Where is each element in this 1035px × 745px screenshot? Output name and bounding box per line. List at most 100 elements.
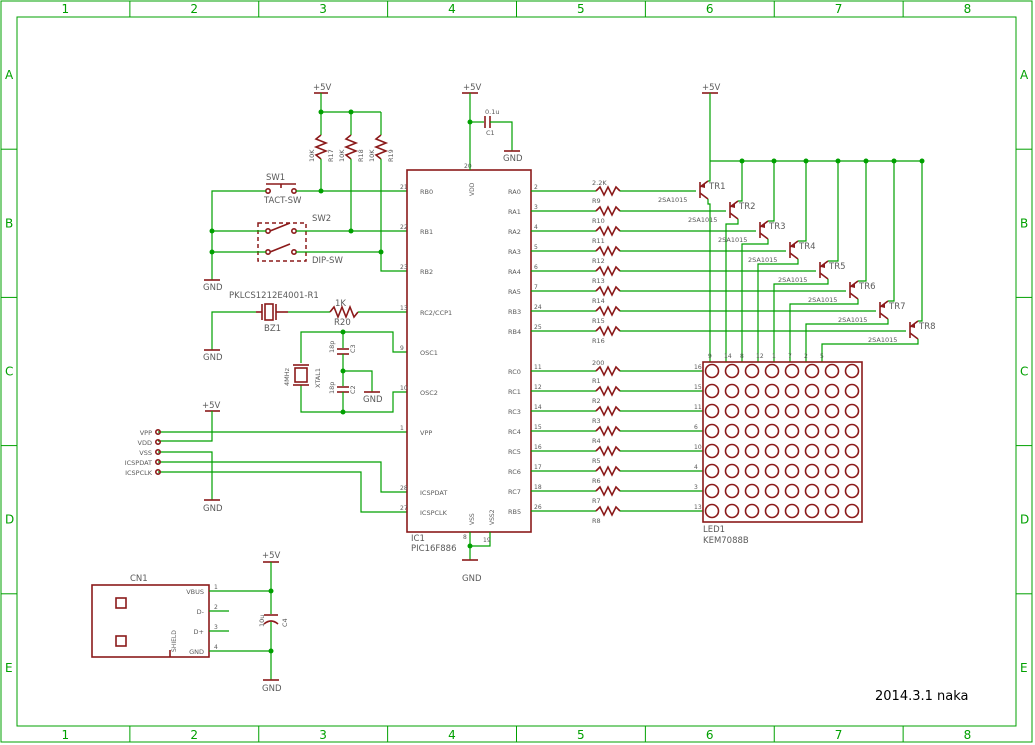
- led-pin-number: 4: [694, 464, 698, 471]
- ic-pin-name: RB4: [508, 328, 521, 336]
- transistor-value: 2SA1015: [658, 196, 687, 204]
- led-dot: [784, 463, 800, 479]
- transistor-arrow: [821, 263, 825, 268]
- column-label-bottom: 4: [448, 728, 456, 742]
- led-dot: [764, 383, 780, 399]
- emitter-wire: [918, 161, 923, 322]
- icsp-pin-name: VPP: [140, 429, 152, 437]
- led-pin-number: 10: [694, 444, 702, 451]
- junction-dot: [739, 158, 745, 164]
- transistor-arrow: [791, 243, 795, 248]
- led-dot: [784, 383, 800, 399]
- led-name: LED1: [703, 525, 725, 535]
- led-top-pin-number: 12: [756, 353, 764, 360]
- led-top-pin-number: 2: [804, 353, 808, 360]
- column-resistor-name: R8: [592, 517, 601, 525]
- led-dot: [744, 443, 760, 459]
- ic-pin-number: 5: [534, 244, 538, 251]
- ic-pin-name: RA3: [508, 248, 521, 256]
- ic-pin-number: 3: [534, 204, 538, 211]
- sw1-value: TACT-SW: [263, 196, 302, 206]
- usb-pin-number: 2: [214, 604, 218, 611]
- led-dot: [764, 483, 780, 499]
- sw2-name: SW2: [312, 214, 331, 224]
- ic-pin-number: 26: [534, 504, 542, 511]
- led-dot: [704, 463, 720, 479]
- ic1: IC1 PIC16F886 21RB022RB123RB213RC2/CCP19…: [400, 83, 542, 584]
- junction-dot: [803, 158, 809, 164]
- row-resistor-name: R13: [592, 277, 605, 285]
- led-dot: [804, 363, 820, 379]
- led-dot: [804, 503, 820, 519]
- transistor-name: TR3: [768, 222, 786, 232]
- sw1-name: SW1: [266, 173, 285, 183]
- led-dot: [824, 463, 840, 479]
- junction-dot: [771, 158, 777, 164]
- collector-wire: [805, 319, 889, 362]
- led-dot: [744, 403, 760, 419]
- led-dot: [784, 423, 800, 439]
- vplus-tr: +5V: [702, 83, 721, 93]
- column-label-top: 1: [61, 2, 69, 16]
- ic-pin-number: 25: [534, 324, 542, 331]
- column-label-top: 2: [190, 2, 198, 16]
- led-dot: [724, 503, 740, 519]
- emitter-wire: [798, 161, 807, 242]
- led-dot: [744, 423, 760, 439]
- column-label-bottom: 1: [61, 728, 69, 742]
- transistor-arrow: [881, 303, 885, 308]
- vplus-ic: +5V: [463, 83, 482, 93]
- usb-pin-number: 1: [214, 584, 218, 591]
- ic-pin-name: RA4: [508, 268, 521, 276]
- ic-pin-number: 6: [534, 264, 538, 271]
- r20-value: 1K: [335, 299, 346, 309]
- ic-pin-name: RC5: [508, 448, 521, 456]
- led-dot: [844, 483, 860, 499]
- transistor-name: TR4: [798, 242, 816, 252]
- transistor-value: 2SA1015: [808, 296, 837, 304]
- led-dot: [824, 363, 840, 379]
- column-resistor-name: R5: [592, 457, 601, 465]
- row-resistor-name: R10: [592, 217, 605, 225]
- ic-pin-name: RB5: [508, 508, 521, 516]
- transistor-arrow: [851, 283, 855, 288]
- led-dot: [724, 463, 740, 479]
- icsp-pin-name: ICSPCLK: [125, 469, 153, 477]
- r19-name: R19: [387, 149, 395, 162]
- ic-pin-name: RC1: [508, 388, 521, 396]
- row-label-right: C: [1020, 365, 1028, 379]
- ic-pin-name: OSC1: [420, 349, 438, 357]
- led-top-pin-number: 14: [724, 353, 732, 360]
- r20-name: R20: [334, 318, 351, 328]
- row-drivers: +5V 2.2K R9TR12SA1015R10TR22SA1015R11TR3…: [531, 83, 936, 362]
- emitter-wire: [888, 161, 895, 302]
- led-dot: [704, 443, 720, 459]
- collector-wire: [707, 199, 711, 362]
- led-dot: [764, 363, 780, 379]
- led-top-pin-number: 9: [708, 353, 712, 360]
- led-dot: [704, 503, 720, 519]
- oscillator: 4MHz XTAL1 GND 18p C3 18p C2: [283, 329, 407, 415]
- column-resistor-name: R1: [592, 377, 601, 385]
- led-dot: [784, 483, 800, 499]
- ic-pin-number: 16: [534, 444, 542, 451]
- ic-pin-number: 18: [534, 484, 542, 491]
- led-pin-number: 11: [694, 404, 702, 411]
- led-dot: [704, 403, 720, 419]
- transistor-collector: [759, 232, 769, 240]
- switches: SW1 TACT-SW SW2 DIP-SW GND: [203, 173, 407, 293]
- ic-pin-name: RC3: [508, 408, 521, 416]
- ic-pin-name: RC0: [508, 368, 521, 376]
- ic-pin-name: RC4: [508, 428, 521, 436]
- column-label-top: 8: [964, 2, 972, 16]
- emitter-wire: [828, 161, 839, 262]
- column-resistor: [595, 485, 621, 497]
- column-label-top: 6: [706, 2, 714, 16]
- vplus-icsp: +5V: [202, 401, 221, 411]
- led-value: KEM7088B: [703, 536, 749, 546]
- transistor-value: 2SA1015: [718, 236, 747, 244]
